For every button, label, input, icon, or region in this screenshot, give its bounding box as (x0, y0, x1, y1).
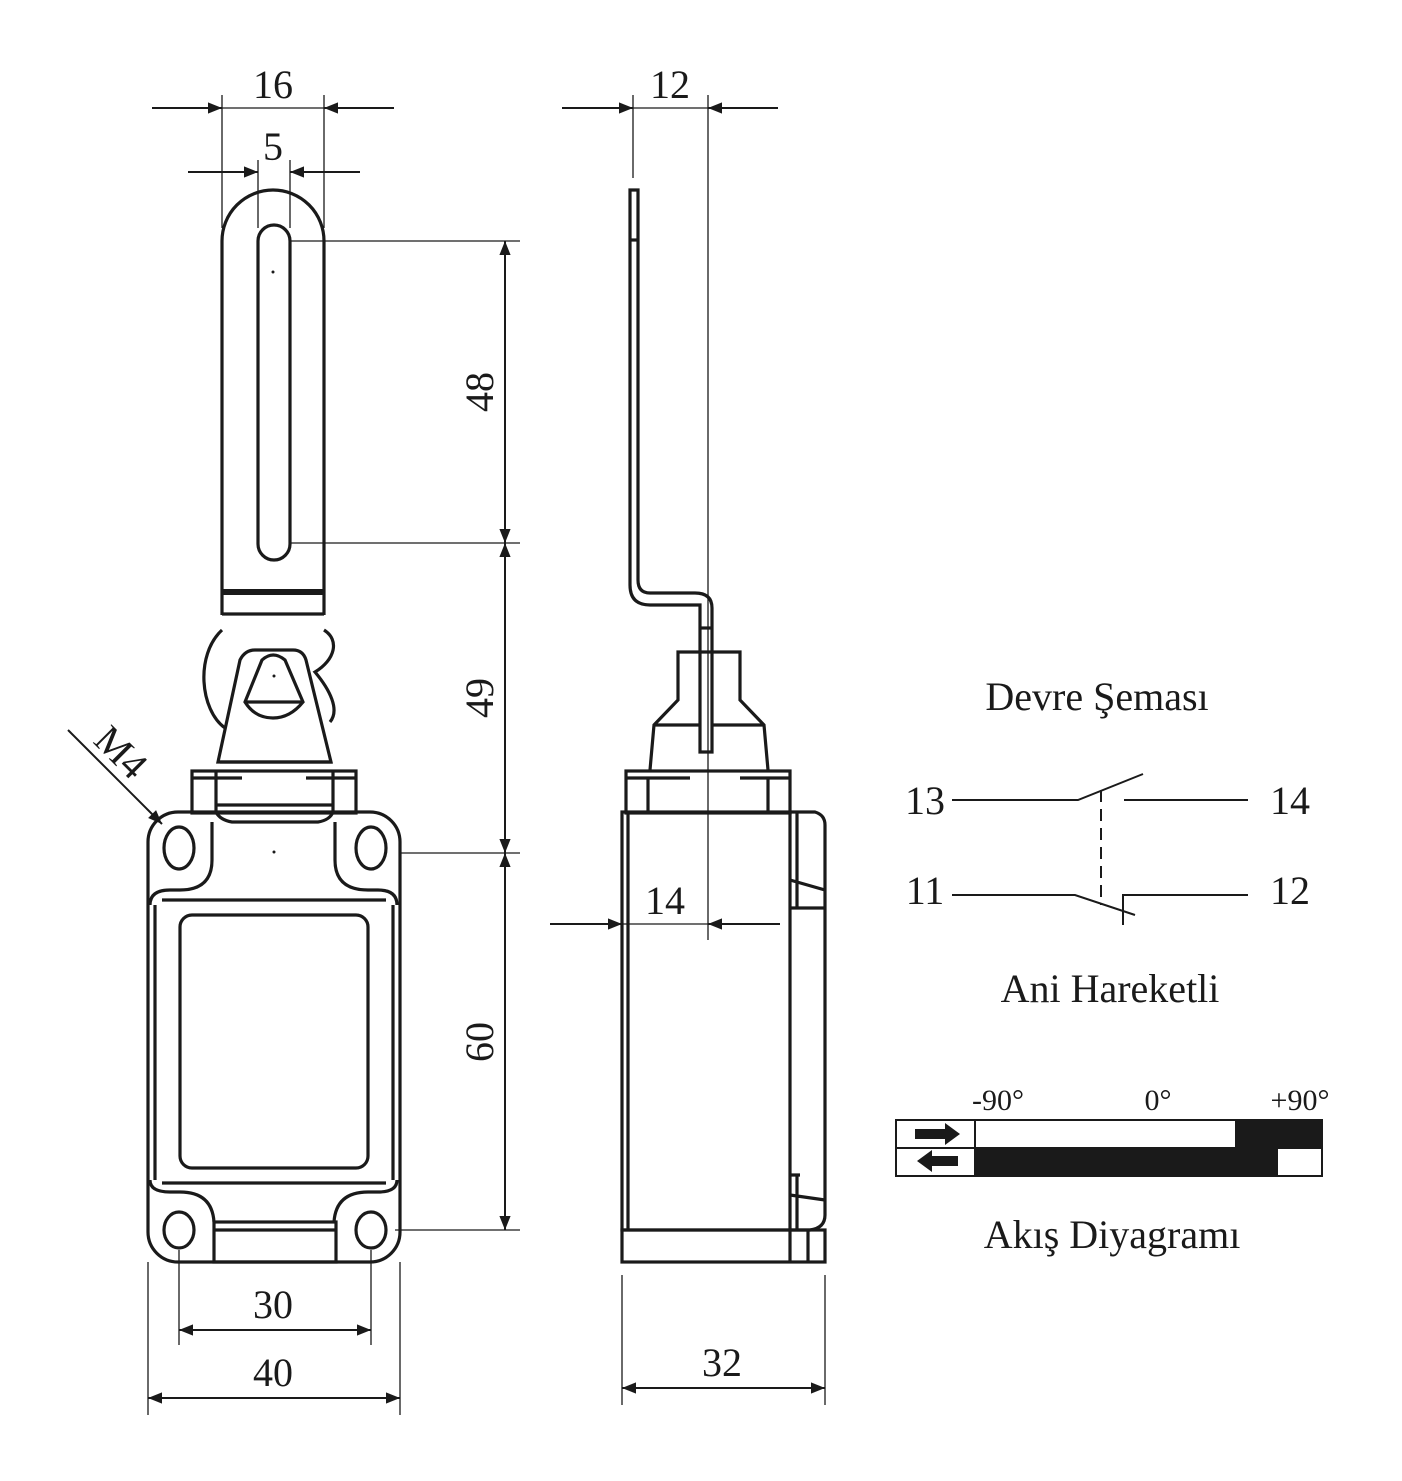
mounting-hole (354, 1210, 388, 1250)
dim-lever-to-hole: 49 (457, 678, 502, 718)
angle-minus-90: -90° (972, 1084, 1024, 1117)
side-dimensions: 12 14 32 (550, 62, 826, 1405)
mounting-hole (162, 1210, 196, 1250)
angle-plus-90: +90° (1271, 1084, 1330, 1117)
dim-body-depth: 32 (702, 1340, 742, 1385)
arrow-left-icon (917, 1150, 958, 1172)
dim-hole-horizontal: 30 (253, 1282, 293, 1327)
dim-lever-width: 16 (253, 62, 293, 107)
side-lever (628, 188, 714, 754)
flow-title: Akış Diyagramı (984, 1212, 1241, 1257)
switch-head (190, 769, 358, 824)
flow-diagram: -90° 0° +90° Akış Diyagramı (895, 1084, 1330, 1257)
side-body (620, 769, 827, 1264)
dim-slot-length: 48 (457, 372, 502, 412)
lever (220, 188, 326, 616)
front-dimensions: 16 5 48 49 60 30 (67, 62, 520, 1415)
circuit-diagram: Devre Şeması 13 14 11 12 Ani Hareketli (905, 674, 1310, 1011)
arrow-right-icon (915, 1123, 960, 1145)
dim-axis-offset: 14 (645, 878, 685, 923)
terminal-12: 12 (1270, 868, 1310, 913)
switch-body (146, 810, 402, 1264)
dim-hole-vertical: 60 (457, 1022, 502, 1062)
mounting-hole (162, 825, 196, 871)
mounting-hole (354, 825, 388, 871)
side-view: 12 14 32 (550, 62, 827, 1405)
circuit-title: Devre Şeması (985, 674, 1208, 719)
angle-0: 0° (1145, 1084, 1172, 1117)
dim-slot-width: 5 (263, 124, 283, 169)
dim-body-width: 40 (253, 1350, 293, 1395)
front-view: 16 5 48 49 60 30 (67, 62, 520, 1415)
terminal-14: 14 (1270, 778, 1310, 823)
lever-hub (202, 628, 336, 764)
thread-label: M4 (86, 717, 157, 788)
terminal-13: 13 (905, 778, 945, 823)
circuit-caption: Ani Hareketli (1001, 966, 1220, 1011)
terminal-11: 11 (906, 868, 945, 913)
dim-lever-offset: 12 (650, 62, 690, 107)
side-plunger (648, 650, 770, 771)
